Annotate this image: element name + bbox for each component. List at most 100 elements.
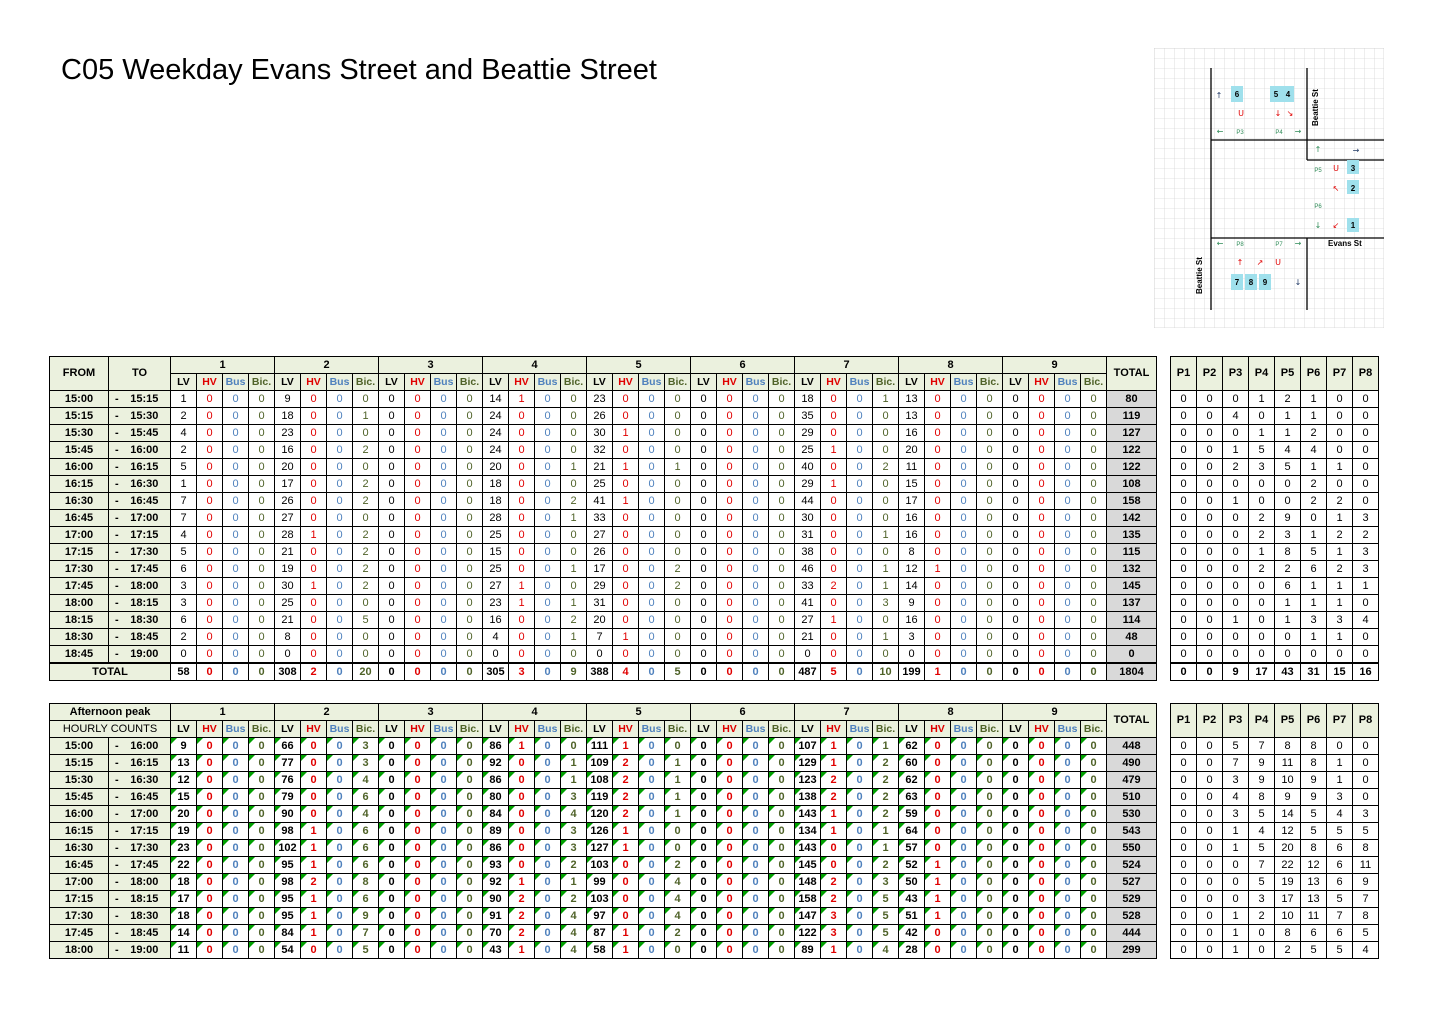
ped-header: P3 [1222, 356, 1249, 391]
vehicle-class-header: Bus [430, 373, 457, 391]
count-cell: 0 [222, 839, 249, 857]
count-cell: 0 [716, 543, 743, 561]
count-cell: 0 [378, 890, 405, 908]
ped-count-cell: 5 [1352, 924, 1379, 942]
count-cell: 0 [378, 822, 405, 840]
count-cell: 0 [1054, 737, 1081, 755]
ped-count-cell: 1 [1222, 492, 1249, 510]
ped-count-cell: 1 [1326, 509, 1353, 527]
count-cell: 0 [976, 737, 1003, 755]
count-cell: 0 [508, 839, 535, 857]
ped-header: P1 [1170, 356, 1197, 391]
ped-count-cell: 20 [1274, 839, 1301, 857]
count-cell: 0 [950, 941, 977, 959]
ped-count-cell: 2 [1248, 907, 1275, 925]
count-cell: 0 [924, 577, 951, 595]
count-cell: 2 [508, 890, 535, 908]
count-cell: 0 [300, 737, 327, 755]
count-cell: 0 [950, 475, 977, 493]
count-cell: 0 [196, 771, 223, 789]
count-cell: 0 [846, 890, 873, 908]
count-cell: 2 [664, 577, 691, 595]
count-cell: 0 [768, 458, 795, 476]
vehicle-class-header: Bus [742, 373, 769, 391]
ped-count-cell: 5 [1222, 737, 1249, 755]
count-cell: 0 [716, 492, 743, 510]
count-cell: 0 [196, 441, 223, 459]
count-cell: 0 [430, 441, 457, 459]
count-cell: 0 [508, 475, 535, 493]
ped-count-cell: 2 [1274, 390, 1301, 408]
count-cell: 0 [300, 628, 327, 646]
ped-count-cell: 0 [1222, 577, 1249, 595]
peak-header: Afternoon peak [49, 703, 171, 721]
count-cell: 2 [612, 805, 639, 823]
count-cell: 0 [950, 594, 977, 612]
count-cell: 0 [1054, 856, 1081, 874]
count-cell: 0 [430, 924, 457, 942]
count-cell: 0 [664, 407, 691, 425]
count-cell: 0 [378, 577, 405, 595]
count-cell: 0 [1080, 924, 1107, 942]
count-cell: 0 [456, 509, 483, 527]
street-label-beattie-north: Beattie St [1311, 89, 1320, 126]
count-cell: 0 [976, 526, 1003, 544]
ped-count-cell: 1 [1222, 907, 1249, 925]
vehicle-class-header: HV [300, 720, 327, 738]
movement-1: 1 [1351, 221, 1356, 230]
ped-total-cell: 17 [1248, 662, 1275, 681]
count-cell: 41 [586, 492, 613, 510]
count-cell: 0 [404, 475, 431, 493]
count-cell: 0 [300, 805, 327, 823]
ped-count-cell: 0 [1352, 628, 1379, 646]
count-cell: 0 [1054, 424, 1081, 442]
from-time: 15:30 [49, 424, 109, 442]
count-cell: 0 [950, 754, 977, 772]
count-cell: 0 [820, 645, 847, 664]
count-cell: 0 [690, 611, 717, 629]
count-cell: 1 [560, 509, 587, 527]
count-cell: 0 [404, 526, 431, 544]
count-cell: 0 [976, 441, 1003, 459]
to-time: -19:00 [108, 941, 171, 959]
count-cell: 0 [820, 424, 847, 442]
total-cell: 9 [560, 662, 587, 681]
count-cell: 7 [352, 924, 379, 942]
count-cell: 0 [820, 492, 847, 510]
count-cell: 95 [274, 907, 301, 925]
count-cell: 89 [794, 941, 821, 959]
count-cell: 4 [482, 628, 509, 646]
count-cell: 0 [1080, 754, 1107, 772]
count-cell: 0 [1080, 543, 1107, 561]
time-separator: - [115, 647, 119, 660]
street-label-evans: Evans St [1328, 239, 1362, 248]
count-cell: 0 [742, 577, 769, 595]
count-cell: 0 [664, 543, 691, 561]
count-cell: 4 [560, 907, 587, 925]
count-cell: 1 [560, 754, 587, 772]
time-separator: - [115, 511, 119, 524]
count-cell: 0 [924, 839, 951, 857]
ped-count-cell: 3 [1352, 805, 1379, 823]
count-cell: 0 [534, 560, 561, 578]
count-cell: 0 [430, 492, 457, 510]
ped-count-cell: 0 [1196, 543, 1223, 561]
time-separator: - [115, 926, 119, 939]
ped-header: P2 [1196, 356, 1223, 391]
count-cell: 0 [248, 611, 275, 629]
count-cell: 0 [638, 543, 665, 561]
count-cell: 0 [820, 856, 847, 874]
total-cell: 5 [664, 662, 691, 681]
count-cell: 0 [404, 492, 431, 510]
count-cell: 0 [326, 509, 353, 527]
count-cell: 1 [508, 873, 535, 891]
time-separator: - [115, 790, 119, 803]
ped-count-cell: 4 [1222, 788, 1249, 806]
movement-5: 5 [1274, 90, 1279, 99]
count-cell: 0 [690, 788, 717, 806]
